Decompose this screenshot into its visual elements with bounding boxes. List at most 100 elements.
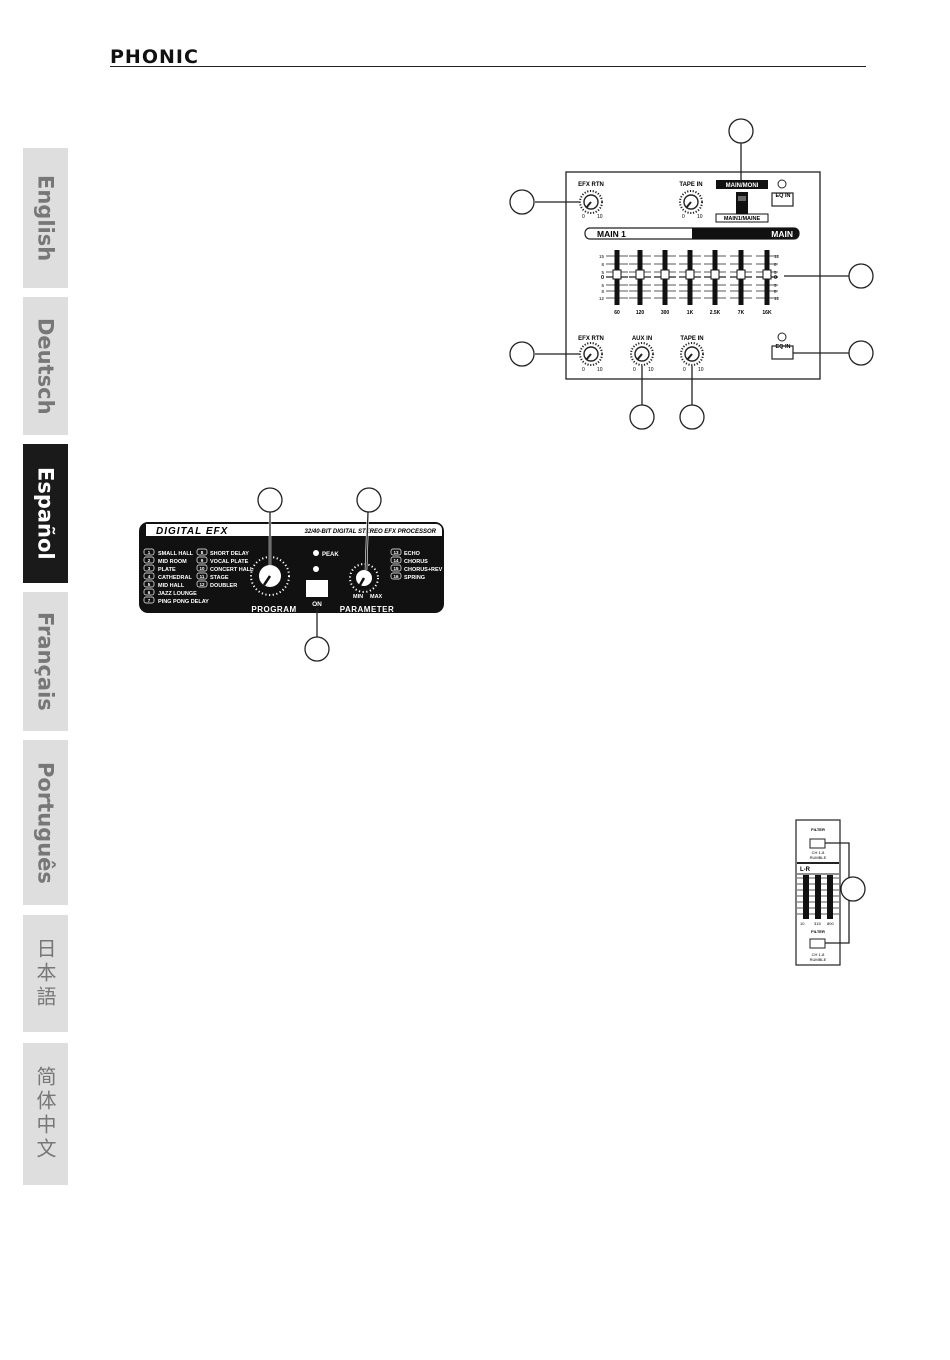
phonic-logo: PHONIC [110, 46, 199, 68]
svg-text:PING PONG DELAY: PING PONG DELAY [158, 599, 209, 605]
callout-circle [848, 263, 874, 289]
eq-fader-cap[interactable] [736, 269, 746, 280]
efx-rtn-label-bottom: EFX RTN [578, 336, 604, 342]
filter-freq-label: 315 [814, 921, 821, 926]
svg-text:STAGE: STAGE [210, 575, 229, 581]
callout-circle [257, 487, 283, 513]
filter-freq-label: 800 [827, 921, 834, 926]
efx-title: DIGITAL EFX [156, 526, 229, 537]
knob-min-label: 0 [582, 214, 585, 220]
tab-label: Français [33, 612, 58, 711]
eq-db-label: 5 [601, 283, 604, 288]
svg-text:MID HALL: MID HALL [158, 583, 185, 589]
eq-db-label: 15 [599, 254, 605, 259]
tab-japanese[interactable]: 日本語 [23, 915, 68, 1032]
svg-text:JAZZ LOUNGE: JAZZ LOUNGE [158, 591, 197, 597]
tab-chinese[interactable]: 简体中文 [23, 1043, 68, 1185]
eq-in-led-top [777, 179, 787, 189]
eq-freq-label: 60 [614, 310, 620, 316]
eq-fader-cap[interactable] [660, 269, 670, 280]
svg-text:VOCAL PLATE: VOCAL PLATE [210, 559, 249, 565]
eq-db-label: 0 [601, 275, 604, 281]
eq-freq-label: 300 [661, 310, 670, 316]
eq-fader-cap[interactable] [635, 269, 645, 280]
filter-button-bottom[interactable] [809, 938, 826, 949]
filter-faders [797, 875, 839, 919]
peak-label: PEAK [322, 552, 339, 558]
parameter-label: PARAMETER [340, 605, 395, 614]
eq-in-label-top: EQ IN [776, 193, 791, 199]
filter-fader[interactable] [803, 875, 809, 919]
knob-max-label: 10 [648, 367, 654, 373]
eq-db-label: 8 [601, 262, 604, 267]
tab-espanol[interactable]: Español [23, 444, 68, 583]
tab-label: 简体中文 [33, 1066, 57, 1162]
eq-fader-cap[interactable] [762, 269, 772, 280]
eq-fader-cap[interactable] [685, 269, 695, 280]
efx-subtitle: 32/40-BIT DIGITAL STEREO EFX PROCESSOR [305, 529, 437, 535]
filter-button-top[interactable] [809, 838, 826, 849]
svg-text:SMALL HALL: SMALL HALL [158, 551, 194, 557]
efx-rtn-label-top: EFX RTN [578, 182, 604, 188]
svg-text:12: 12 [199, 582, 205, 587]
svg-text:11: 11 [200, 574, 205, 579]
tab-label: Português [33, 761, 58, 884]
parameter-knob[interactable] [349, 563, 379, 593]
tape-in-knob-top[interactable] [679, 190, 703, 214]
svg-text:13: 13 [393, 550, 399, 555]
knob-min-label: 0 [582, 367, 585, 373]
main-maine-label: MAIN1/MAINE [724, 216, 761, 222]
eq-fader-cap[interactable] [710, 269, 720, 280]
tab-deutsch[interactable]: Deutsch [23, 297, 68, 435]
preset-item: 7 PING PONG DELAY [143, 596, 209, 605]
eq-freq-label: 2.5K [710, 310, 721, 316]
filter-fader[interactable] [815, 875, 821, 919]
eq-db-label: 8 [774, 262, 777, 267]
tab-portugues[interactable]: Português [23, 740, 68, 905]
filter-label-bottom: FILTER [811, 929, 825, 934]
preset-item: 11 STAGE [196, 572, 229, 581]
callout-circle [509, 341, 535, 367]
main-bar-right-label: MAIN [771, 229, 793, 239]
max-label: MAX [370, 594, 383, 600]
tab-francais[interactable]: Français [23, 592, 68, 731]
on-button[interactable] [306, 580, 328, 597]
header-rule [110, 66, 866, 67]
svg-text:1: 1 [148, 550, 151, 555]
knob-min-label: 0 [683, 367, 686, 373]
preset-item: 13 ECHO [390, 548, 421, 557]
knob-max-label: 10 [698, 367, 704, 373]
preset-item: 14 CHORUS [390, 556, 428, 565]
rumble-label-bottom: RUMBLE [810, 957, 827, 962]
svg-text:6: 6 [148, 590, 151, 595]
eq-freq-label: 7K [738, 310, 745, 316]
filter-fader[interactable] [827, 875, 833, 919]
svg-text:3: 3 [148, 566, 151, 571]
main-moni-label: MAIN/MONI [726, 183, 759, 189]
tab-english[interactable]: English [23, 148, 68, 288]
on-led [313, 566, 319, 572]
peak-led [313, 550, 319, 556]
svg-text:7: 7 [148, 598, 151, 603]
svg-text:DOUBLER: DOUBLER [210, 583, 237, 589]
tape-in-knob-bottom[interactable] [680, 342, 704, 366]
eq-db-label: 8 [601, 289, 604, 294]
tape-in-label-bottom: TAPE IN [680, 336, 703, 342]
svg-text:2: 2 [148, 558, 151, 563]
ch-label-bottom: CH 1-8 [812, 952, 825, 957]
eq-in-button-top[interactable] [771, 192, 794, 207]
eq-fader-cap[interactable] [612, 269, 622, 280]
svg-text:14: 14 [393, 558, 399, 563]
svg-text:ECHO: ECHO [404, 551, 421, 557]
knob-max-label: 10 [697, 214, 703, 220]
knob-max-label: 10 [597, 214, 603, 220]
preset-item: 12 DOUBLER [196, 580, 237, 589]
svg-text:CHORUS: CHORUS [404, 559, 428, 565]
svg-text:MID ROOM: MID ROOM [158, 559, 187, 565]
efx-rtn-knob-top[interactable] [579, 190, 603, 214]
main-moni-switch[interactable] [736, 192, 748, 214]
svg-text:4: 4 [148, 574, 151, 579]
aux-in-knob[interactable] [630, 342, 654, 366]
eq-db-label: 0 [774, 275, 777, 281]
